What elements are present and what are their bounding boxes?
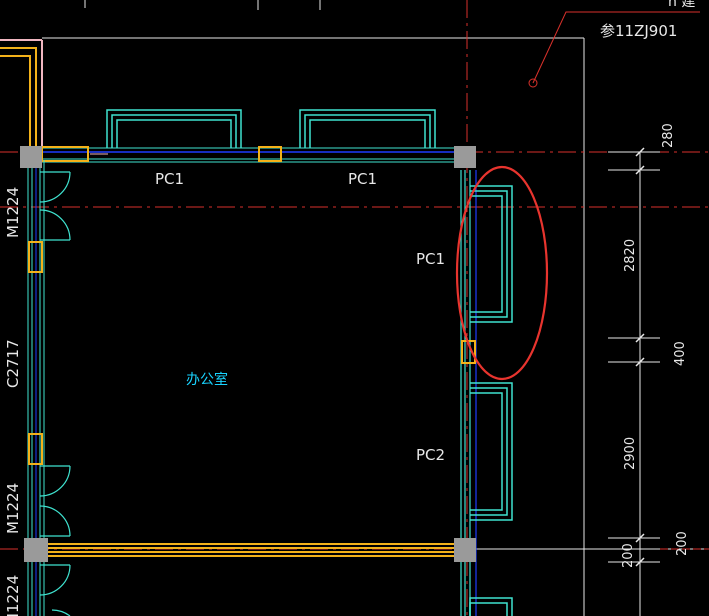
bay-window-right-bottom (469, 597, 513, 616)
door-label-lower: M1224 (4, 483, 22, 534)
left-wall-pier-2 (28, 433, 43, 465)
wall-segment-top-2 (258, 146, 282, 162)
window-label-right-lower: PC2 (416, 446, 445, 464)
corner-walls (0, 40, 43, 152)
reference-leader-dot (528, 78, 538, 88)
column-bottom-right (454, 538, 476, 562)
top-wall (32, 147, 468, 163)
room-label: 办公室 (186, 371, 228, 388)
door-label-upper: M1224 (4, 187, 22, 238)
column-top-right (454, 146, 476, 168)
bay-window-right-upper (470, 185, 513, 323)
reference-leader (532, 11, 700, 84)
bottom-wall (44, 543, 456, 557)
top-right-fragment: n 建 (668, 0, 695, 10)
dimension-ticks (635, 147, 645, 567)
dimension-label-6: 200 (675, 531, 690, 556)
column-bottom-left (24, 538, 48, 562)
window-label-top-left: PC1 (155, 170, 184, 188)
dimension-label-5: 200 (621, 543, 636, 568)
bay-window-right-lower (470, 382, 513, 521)
window-label-top-right: PC1 (348, 170, 377, 188)
window-label-right-upper: PC1 (416, 250, 445, 268)
dimension-label-2: 2820 (623, 239, 638, 272)
dimension-label-4: 2900 (623, 437, 638, 470)
column-top-left (20, 146, 42, 168)
dimension-label-3: 400 (673, 341, 688, 366)
bay-window-top-left (106, 109, 242, 148)
door-swing-upper (39, 171, 71, 241)
reference-note: 参11ZJ901 (600, 22, 677, 40)
highlight-circle (455, 165, 549, 381)
bay-window-top-right (299, 109, 436, 148)
window-label-left: C2717 (4, 339, 22, 388)
dimension-label-1: 280 (661, 123, 676, 148)
left-wall-pier-1 (28, 241, 43, 273)
door-swing-lower (39, 465, 71, 537)
door-label-bottom: M1224 (4, 575, 22, 616)
